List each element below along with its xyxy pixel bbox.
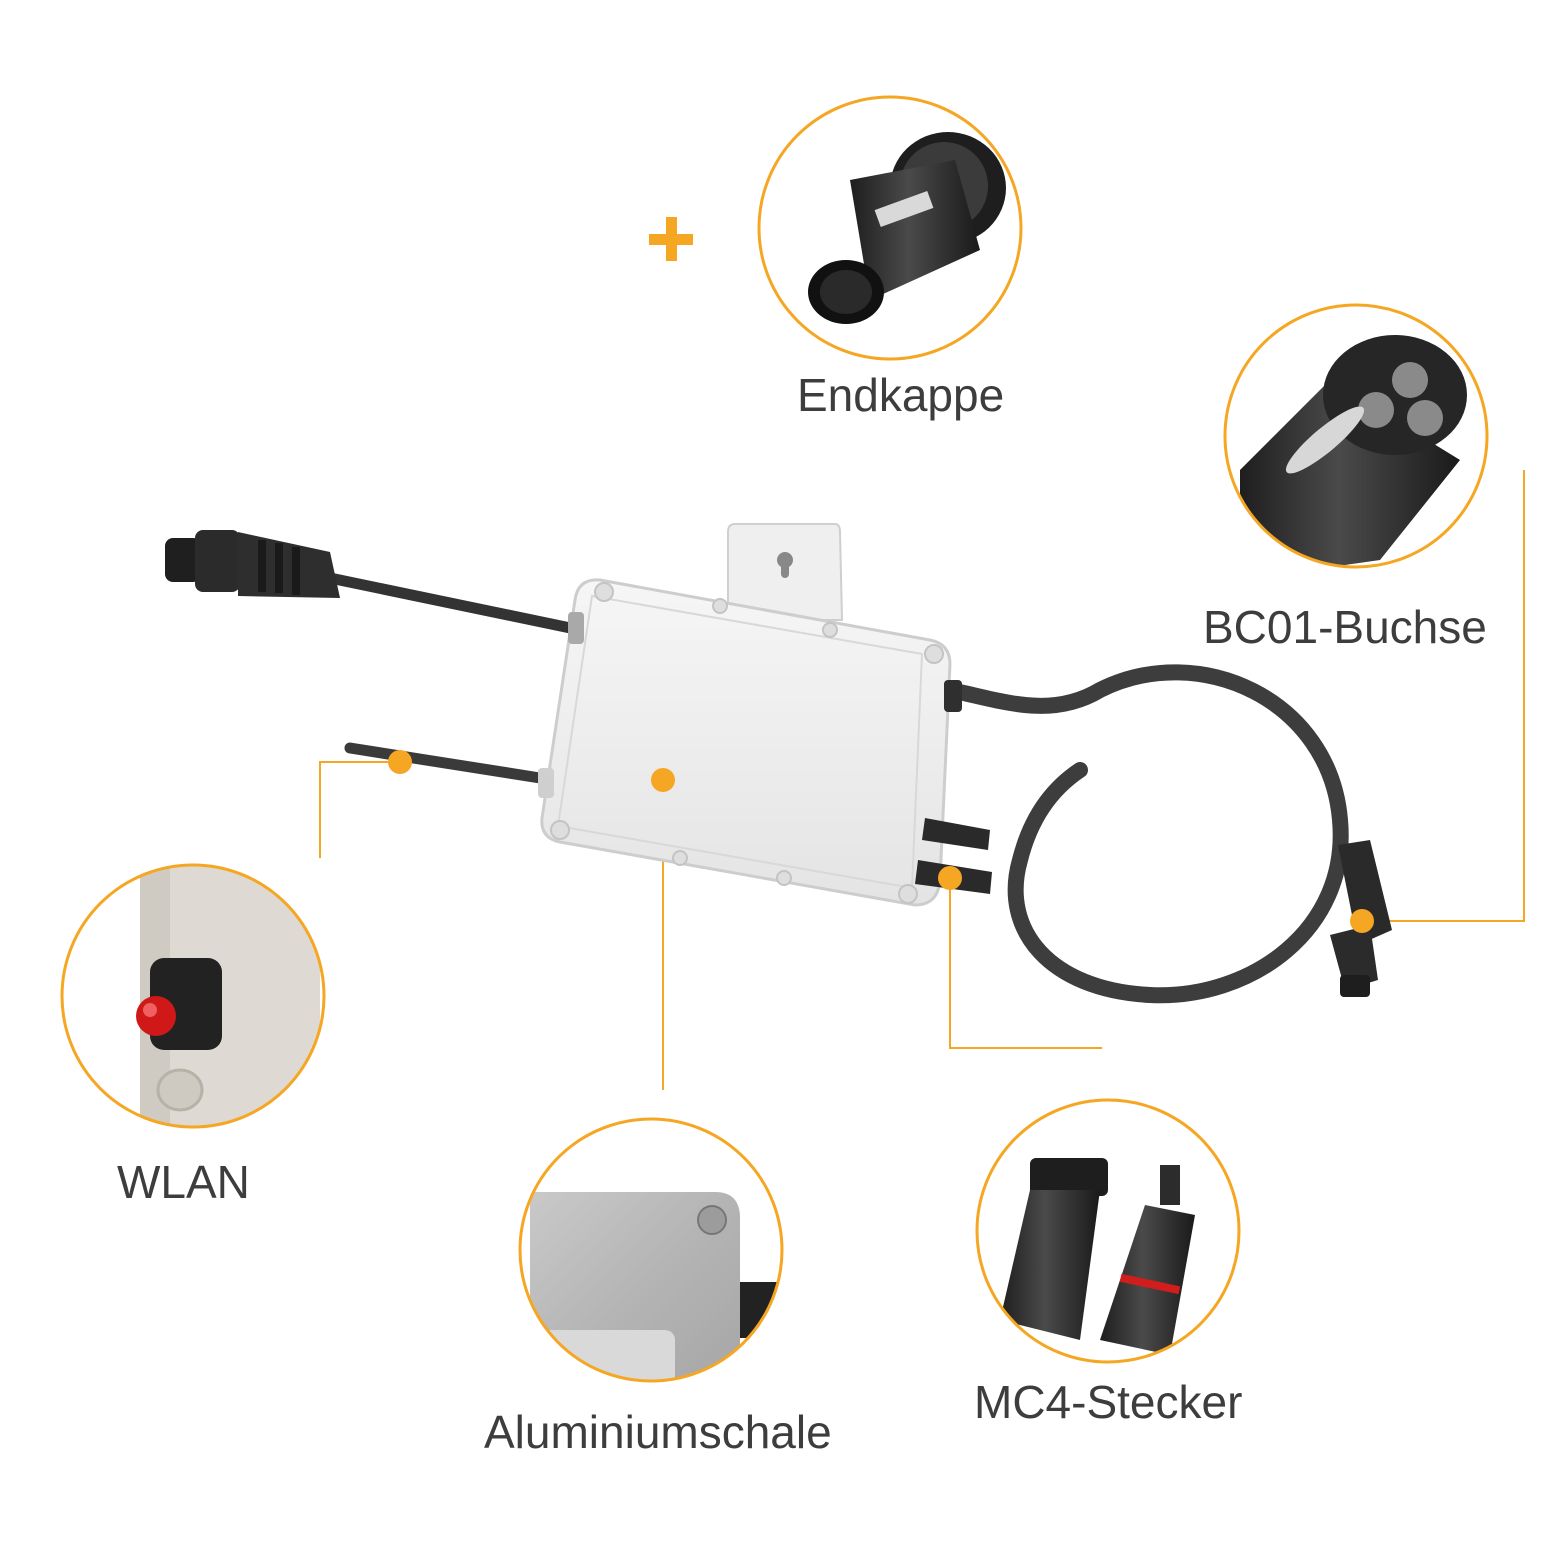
bc01-plug-icon [1330,840,1392,997]
inverter-housing [540,578,952,907]
label-bc01-buchse: BC01-Buchse [1203,601,1487,653]
label-aluminiumschale: Aluminiumschale [484,1406,832,1458]
ac-cable [324,572,586,636]
dot-wlan [388,750,412,774]
dot-mc4 [938,866,962,890]
label-endkappe: Endkappe [797,369,1005,421]
leader-line-mc4 [949,878,1102,1049]
label-mc4-stecker: MC4-Stecker [974,1376,1243,1428]
dot-bc01 [1350,909,1374,933]
mc4-connectors-icon [975,1098,1241,1364]
microinverter-illustration [165,523,1392,1004]
antenna [344,742,546,784]
dc-cable-loop [942,664,1349,1004]
keyhole-icon [777,552,793,578]
label-wlan: WLAN [117,1156,250,1208]
wifi-button-icon [60,863,326,1129]
end-cap-icon [757,95,1023,361]
plus-icon [649,217,693,261]
bc01-socket-icon [1223,303,1489,569]
leader-line-bc01 [1362,470,1525,922]
aluminium-shell-icon [518,1117,784,1383]
dot-aluminium [651,768,675,792]
leader-dots [388,750,1374,933]
leader-line-wlan [319,761,400,858]
ac-connector-icon [165,530,340,598]
